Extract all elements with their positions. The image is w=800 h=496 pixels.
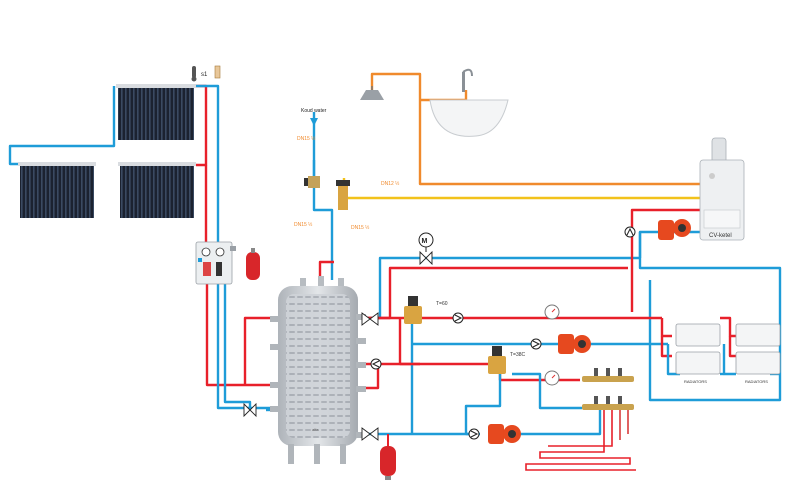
check-valve-icon	[468, 428, 480, 440]
buffer-tank	[270, 276, 366, 464]
valve-icon	[419, 250, 433, 266]
cold-water-main	[312, 112, 334, 236]
check-valve-icon	[370, 358, 382, 370]
solar-pump-station	[195, 241, 233, 285]
solar-to-station-cold	[196, 84, 220, 250]
check-valve-icon	[530, 338, 542, 350]
flow-arrow-icon	[310, 118, 318, 126]
valve-icon	[361, 312, 379, 326]
solar-collector-top	[116, 84, 196, 140]
radiator	[675, 323, 721, 375]
expansion-vessel	[380, 434, 396, 480]
pressure-reducer-icon	[304, 176, 320, 188]
radiators-b-label: RADIATORS	[745, 379, 768, 384]
thermometer-icon	[544, 304, 560, 320]
motor-symbol: M	[422, 238, 428, 245]
underfloor-heating-coil	[525, 410, 636, 471]
mixer-top-label: T=60	[436, 301, 448, 307]
panel-marker-label: s1	[201, 72, 208, 78]
underfloor-manifold-bottom	[582, 396, 634, 410]
solar-collector-right	[118, 162, 196, 218]
valve-icon	[361, 427, 379, 441]
safety-group-icon	[336, 180, 350, 210]
dn-yellow-label: DN12 ½	[381, 181, 400, 187]
sensor-icon	[191, 66, 197, 82]
solar-expansion-vessel	[230, 246, 260, 280]
circulation-pump-underfloor	[488, 424, 521, 444]
valve-icon	[243, 402, 257, 418]
dn-cold-mid-label: DN15 ½	[294, 222, 313, 228]
shower-head-icon	[360, 86, 384, 100]
circulation-pump-radiators	[558, 334, 591, 354]
dn-tank-inlet-label: DN15 ½	[351, 225, 370, 231]
solar-collector-left	[18, 162, 96, 218]
check-valve-icon	[624, 226, 636, 238]
cold-water-label: Koud water	[301, 108, 327, 114]
circulation-pump-boiler	[658, 219, 691, 240]
dhw-orange-line	[370, 72, 700, 186]
boiler	[699, 137, 745, 241]
underfloor-manifold-top	[582, 368, 634, 382]
air-vent-icon	[214, 65, 221, 79]
tank-brand-text: alfa	[312, 427, 319, 432]
motor-valve-icon	[418, 232, 434, 252]
thermometer-icon	[544, 370, 560, 386]
solar-flow-pipe	[196, 84, 208, 167]
dn-cold-top-label: DN15 ½	[297, 136, 316, 142]
mixing-valve-top	[404, 296, 422, 324]
boiler-label: CV-ketel	[709, 233, 732, 239]
mixer-mid-label: T=38C	[510, 352, 526, 358]
check-valve-icon	[452, 312, 464, 324]
radiators-a-label: RADIATORS	[684, 379, 707, 384]
solar-return-pipe	[8, 86, 116, 166]
bathtub-icon	[429, 68, 509, 137]
mixing-valve-mid	[488, 346, 506, 374]
radiator	[735, 323, 781, 375]
